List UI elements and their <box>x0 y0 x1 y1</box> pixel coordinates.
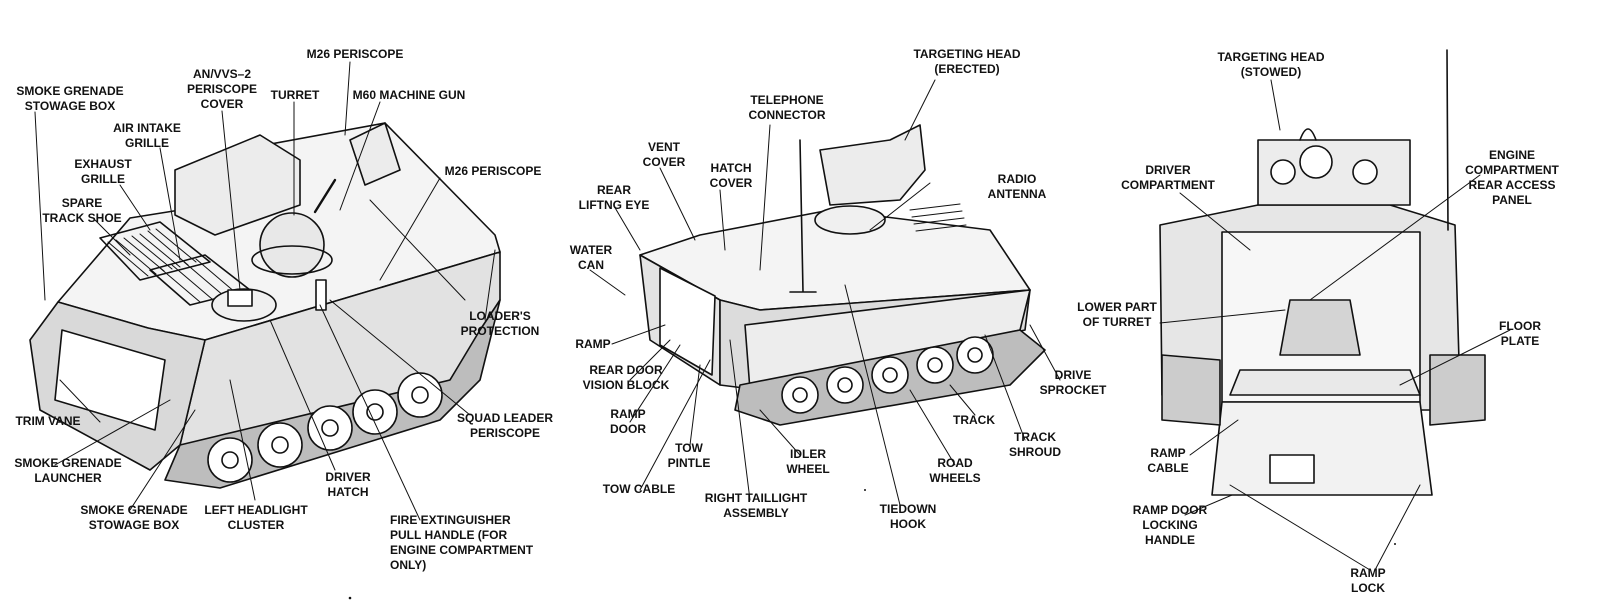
turret-base <box>814 205 886 235</box>
label-water-can: WATER CAN <box>569 243 613 272</box>
track-run <box>164 299 501 489</box>
label-lower-part-of-turret: LOWER PART OF TURRET <box>1077 300 1157 329</box>
lifting-eye <box>1299 128 1317 141</box>
periscope-block <box>227 289 253 307</box>
vehicle-left-view <box>29 122 501 489</box>
label-ramp-door: RAMP DOOR <box>610 407 646 436</box>
label-targeting-head-stowed: TARGETING HEAD (STOWED) <box>1217 50 1325 79</box>
optic-center <box>1299 145 1333 179</box>
label-smoke-grenade-stowage-box-top: SMOKE GRENADE STOWAGE BOX <box>16 84 124 113</box>
road-wheels-left <box>207 372 443 483</box>
label-track: TRACK <box>953 413 995 427</box>
label-right-taillight-assembly: RIGHT TAILLIGHT ASSEMBLY <box>704 491 808 520</box>
label-tow-pintle: TOW PINTLE <box>667 441 711 470</box>
vehicle-right-view <box>1159 49 1486 496</box>
label-squad-leader-periscope: SQUAD LEADER PERISCOPE <box>456 411 554 440</box>
left-track-block <box>1161 354 1221 426</box>
label-air-intake-grille: AIR INTAKE GRILLE <box>113 121 181 150</box>
label-engine-compartment-rear-access-panel: ENGINE COMPARTMENT REAR ACCESS PANEL <box>1465 148 1559 207</box>
label-telephone-connector: TELEPHONE CONNECTOR <box>748 93 826 122</box>
label-rear-lifting-eye: REAR LIFTNG EYE <box>578 183 650 212</box>
right-track-block <box>1429 354 1486 426</box>
rear-ramp-door <box>659 267 716 376</box>
fire-extinguisher-handle <box>315 279 327 311</box>
label-ramp-door-locking-handle: RAMP DOOR LOCKING HANDLE <box>1132 503 1208 547</box>
label-driver-compartment: DRIVER COMPARTMENT <box>1121 163 1215 192</box>
label-idler-wheel: IDLER WHEEL <box>786 447 830 476</box>
label-drive-sprocket: DRIVE SPROCKET <box>1039 368 1107 397</box>
label-smoke-grenade-stowage-box-bottom: SMOKE GRENADE STOWAGE BOX <box>80 503 188 532</box>
label-track-shroud: TRACK SHROUD <box>1008 430 1062 459</box>
label-rear-door-vision-block: REAR DOOR VISION BLOCK <box>582 363 670 392</box>
label-targeting-head-erected: TARGETING HEAD (ERECTED) <box>913 47 1021 76</box>
label-m26-periscope-right: M26 PERISCOPE <box>444 164 542 178</box>
ramp-panel <box>1269 454 1315 484</box>
label-m60-machine-gun: M60 MACHINE GUN <box>352 88 466 102</box>
label-road-wheels: ROAD WHEELS <box>929 456 981 485</box>
label-floor-plate: FLOOR PLATE <box>1499 319 1541 348</box>
label-vent-cover: VENT COVER <box>642 140 686 169</box>
interior-turret-basket <box>1279 299 1361 356</box>
turret-box <box>174 134 301 236</box>
turret-cupola <box>259 212 325 278</box>
targeting-head-stowed <box>1257 139 1411 206</box>
antenna-mast <box>1446 49 1449 231</box>
label-ramp-lock: RAMP LOCK <box>1350 566 1386 595</box>
machine-gun-barrel <box>313 178 337 214</box>
label-left-headlight-cluster: LEFT HEADLIGHT CLUSTER <box>204 503 308 532</box>
targeting-head-erected <box>819 124 926 206</box>
label-ramp-cable: RAMP CABLE <box>1147 446 1189 475</box>
grille-slats <box>107 228 197 277</box>
label-tow-cable: TOW CABLE <box>602 482 676 496</box>
label-loaders-protection: LOADER'S PROTECTION <box>460 309 540 338</box>
label-m26-periscope-top: M26 PERISCOPE <box>306 47 404 61</box>
exhaust-grille-panel <box>99 221 211 281</box>
label-tiedown-hook: TIEDOWN HOOK <box>879 502 937 531</box>
label-driver-hatch: DRIVER HATCH <box>325 470 371 499</box>
label-trim-vane: TRIM VANE <box>15 414 81 428</box>
top-grille <box>909 203 967 232</box>
leader-lines <box>34 61 1511 571</box>
label-ramp-left: RAMP <box>575 337 611 351</box>
label-smoke-grenade-launcher: SMOKE GRENADE LAUNCHER <box>14 456 122 485</box>
label-fire-extinguisher-pull-handle: FIRE EXTINGUISHER PULL HANDLE (FOR ENGIN… <box>390 513 534 572</box>
label-spare-track-shoe: SPARE TRACK SHOE <box>42 196 122 225</box>
floor-plate-surface <box>1229 369 1421 396</box>
optic-left <box>1270 159 1296 185</box>
ramp-door-lowered <box>1211 401 1433 496</box>
label-hatch-cover: HATCH COVER <box>709 161 753 190</box>
radio-antenna-mast <box>789 139 817 293</box>
optic-right <box>1352 159 1378 185</box>
turret-ring <box>251 245 333 275</box>
scan-speckles <box>348 489 1396 600</box>
label-turret: TURRET <box>270 88 320 102</box>
trim-vane-plate <box>54 329 166 431</box>
label-radio-antenna: RADIO ANTENNA <box>987 172 1047 201</box>
loaders-protection-plate <box>349 122 401 186</box>
intake-slats <box>159 258 237 303</box>
label-exhaust-grille: EXHAUST GRILLE <box>74 157 132 186</box>
road-wheels-middle <box>781 336 994 414</box>
vehicle-middle-view <box>639 124 1046 426</box>
label-an-vvs2-periscope-cover: AN/VVS–2 PERISCOPE COVER <box>186 67 258 111</box>
